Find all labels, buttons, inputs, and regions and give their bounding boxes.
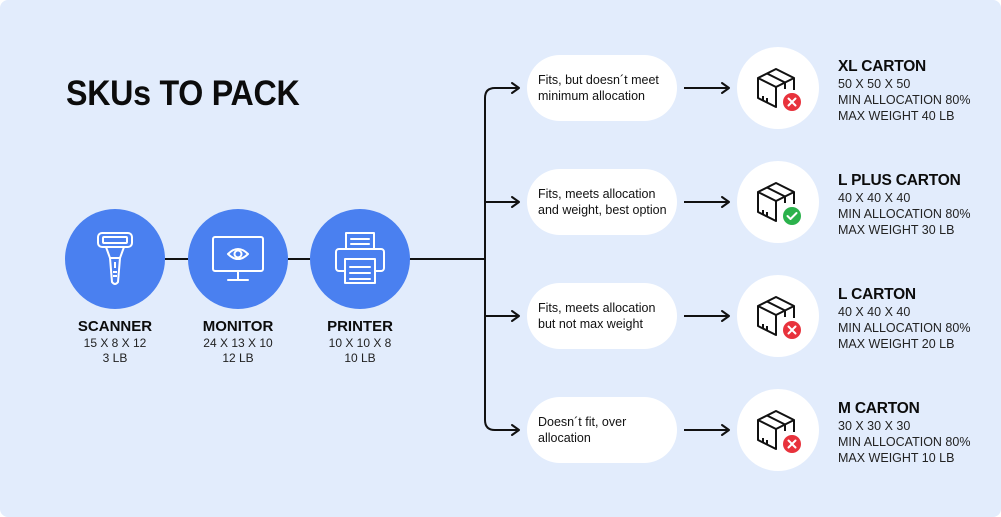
outcome-pill-m: Doesn´t fit, over allocation <box>527 397 677 463</box>
sku-weight: 3 LB <box>102 351 128 365</box>
carton-max-weight: MAX WEIGHT 20 LB <box>838 337 955 351</box>
outcome-line: allocation <box>538 431 591 445</box>
scanner-spec: SCANNER 15 X 8 X 12 3 LB <box>55 318 175 366</box>
sku-dimensions: 10 X 10 X 8 <box>328 336 392 350</box>
branch-bottom <box>484 419 517 431</box>
sku-dimensions: 15 X 8 X 12 <box>83 336 147 350</box>
printer-spec: PRINTER 10 X 10 X 8 10 LB <box>300 318 420 366</box>
carton-min-allocation: MIN ALLOCATION 80% <box>838 435 971 449</box>
carton-max-weight: MAX WEIGHT 40 LB <box>838 109 955 123</box>
outcome-pill-l: Fits, meets allocation but not max weigh… <box>527 283 677 349</box>
carton-spec-xl: XL CARTON 50 X 50 X 50 MIN ALLOCATION 80… <box>838 58 970 124</box>
outcome-text: Fits, meets allocation and weight, best … <box>538 186 667 218</box>
box-accepted-icon <box>757 182 801 225</box>
arrowhead-branch-1 <box>511 82 520 94</box>
outcome-line: but not max weight <box>538 317 643 331</box>
carton-dimensions: 30 X 30 X 30 <box>838 419 911 433</box>
carton-name: L PLUS CARTON <box>838 172 961 189</box>
carton-dimensions: 40 X 40 X 40 <box>838 191 911 205</box>
carton-min-allocation: MIN ALLOCATION 80% <box>838 207 971 221</box>
sku-weight: 12 LB <box>222 351 254 365</box>
arrowhead-carton-3 <box>721 310 730 322</box>
box-circle-xl <box>737 47 819 129</box>
printer-icon <box>335 232 385 284</box>
carton-dimensions: 40 X 40 X 40 <box>838 305 911 319</box>
box-rejected-icon <box>757 410 801 453</box>
arrowhead-branch-3 <box>511 310 520 322</box>
branch-top <box>484 87 517 99</box>
carton-name: L CARTON <box>838 286 916 303</box>
carton-min-allocation: MIN ALLOCATION 80% <box>838 321 971 335</box>
carton-spec-m: M CARTON 30 X 30 X 30 MIN ALLOCATION 80%… <box>838 400 970 466</box>
scanner-circle <box>65 209 165 309</box>
monitor-icon <box>212 236 264 281</box>
arrowhead-branch-2 <box>511 196 520 208</box>
arrowhead-carton-4 <box>721 424 730 436</box>
box-circle-l-plus <box>737 161 819 243</box>
sku-dimensions: 24 X 13 X 10 <box>203 336 273 350</box>
outcome-line: Fits, meets allocation <box>538 187 656 201</box>
carton-name: M CARTON <box>838 400 920 417</box>
carton-spec-l-plus: L PLUS CARTON 40 X 40 X 40 MIN ALLOCATIO… <box>838 172 970 238</box>
barcode-scanner-icon <box>97 232 133 285</box>
carton-name: XL CARTON <box>838 58 927 75</box>
outcome-line: and weight, best option <box>538 203 667 217</box>
sku-weight: 10 LB <box>344 351 376 365</box>
carton-max-weight: MAX WEIGHT 10 LB <box>838 451 955 465</box>
outcome-pill-xl: Fits, but doesn´t meet minimum allocatio… <box>527 55 677 121</box>
diagram-title: SKUs TO PACK <box>66 74 300 113</box>
box-circle-l <box>737 275 819 357</box>
carton-max-weight: MAX WEIGHT 30 LB <box>838 223 955 237</box>
carton-spec-l: L CARTON 40 X 40 X 40 MIN ALLOCATION 80%… <box>838 286 970 352</box>
carton-min-allocation: MIN ALLOCATION 80% <box>838 93 971 107</box>
outcome-line: Fits, but doesn´t meet <box>538 73 659 87</box>
outcome-line: minimum allocation <box>538 89 645 103</box>
sku-name: SCANNER <box>77 318 153 335</box>
box-circle-m <box>737 389 819 471</box>
box-rejected-icon <box>757 68 801 111</box>
outcome-text: Doesn´t fit, over allocation <box>538 414 626 446</box>
sku-name: MONITOR <box>202 318 274 335</box>
outcome-text: Fits, meets allocation but not max weigh… <box>538 300 655 332</box>
outcome-text: Fits, but doesn´t meet minimum allocatio… <box>538 72 659 104</box>
arrowhead-carton-1 <box>721 82 730 94</box>
check-badge-icon <box>783 207 801 225</box>
monitor-spec: MONITOR 24 X 13 X 10 12 LB <box>178 318 298 366</box>
outcome-pill-l-plus: Fits, meets allocation and weight, best … <box>527 169 677 235</box>
box-rejected-icon <box>757 296 801 339</box>
arrowhead-carton-2 <box>721 196 730 208</box>
monitor-circle <box>188 209 288 309</box>
outcome-line: Fits, meets allocation <box>538 301 656 315</box>
arrowhead-branch-4 <box>511 424 520 436</box>
carton-dimensions: 50 X 50 X 50 <box>838 77 911 91</box>
sku-name: PRINTER <box>327 318 393 335</box>
printer-circle <box>310 209 410 309</box>
outcome-line: Doesn´t fit, over <box>538 415 627 429</box>
